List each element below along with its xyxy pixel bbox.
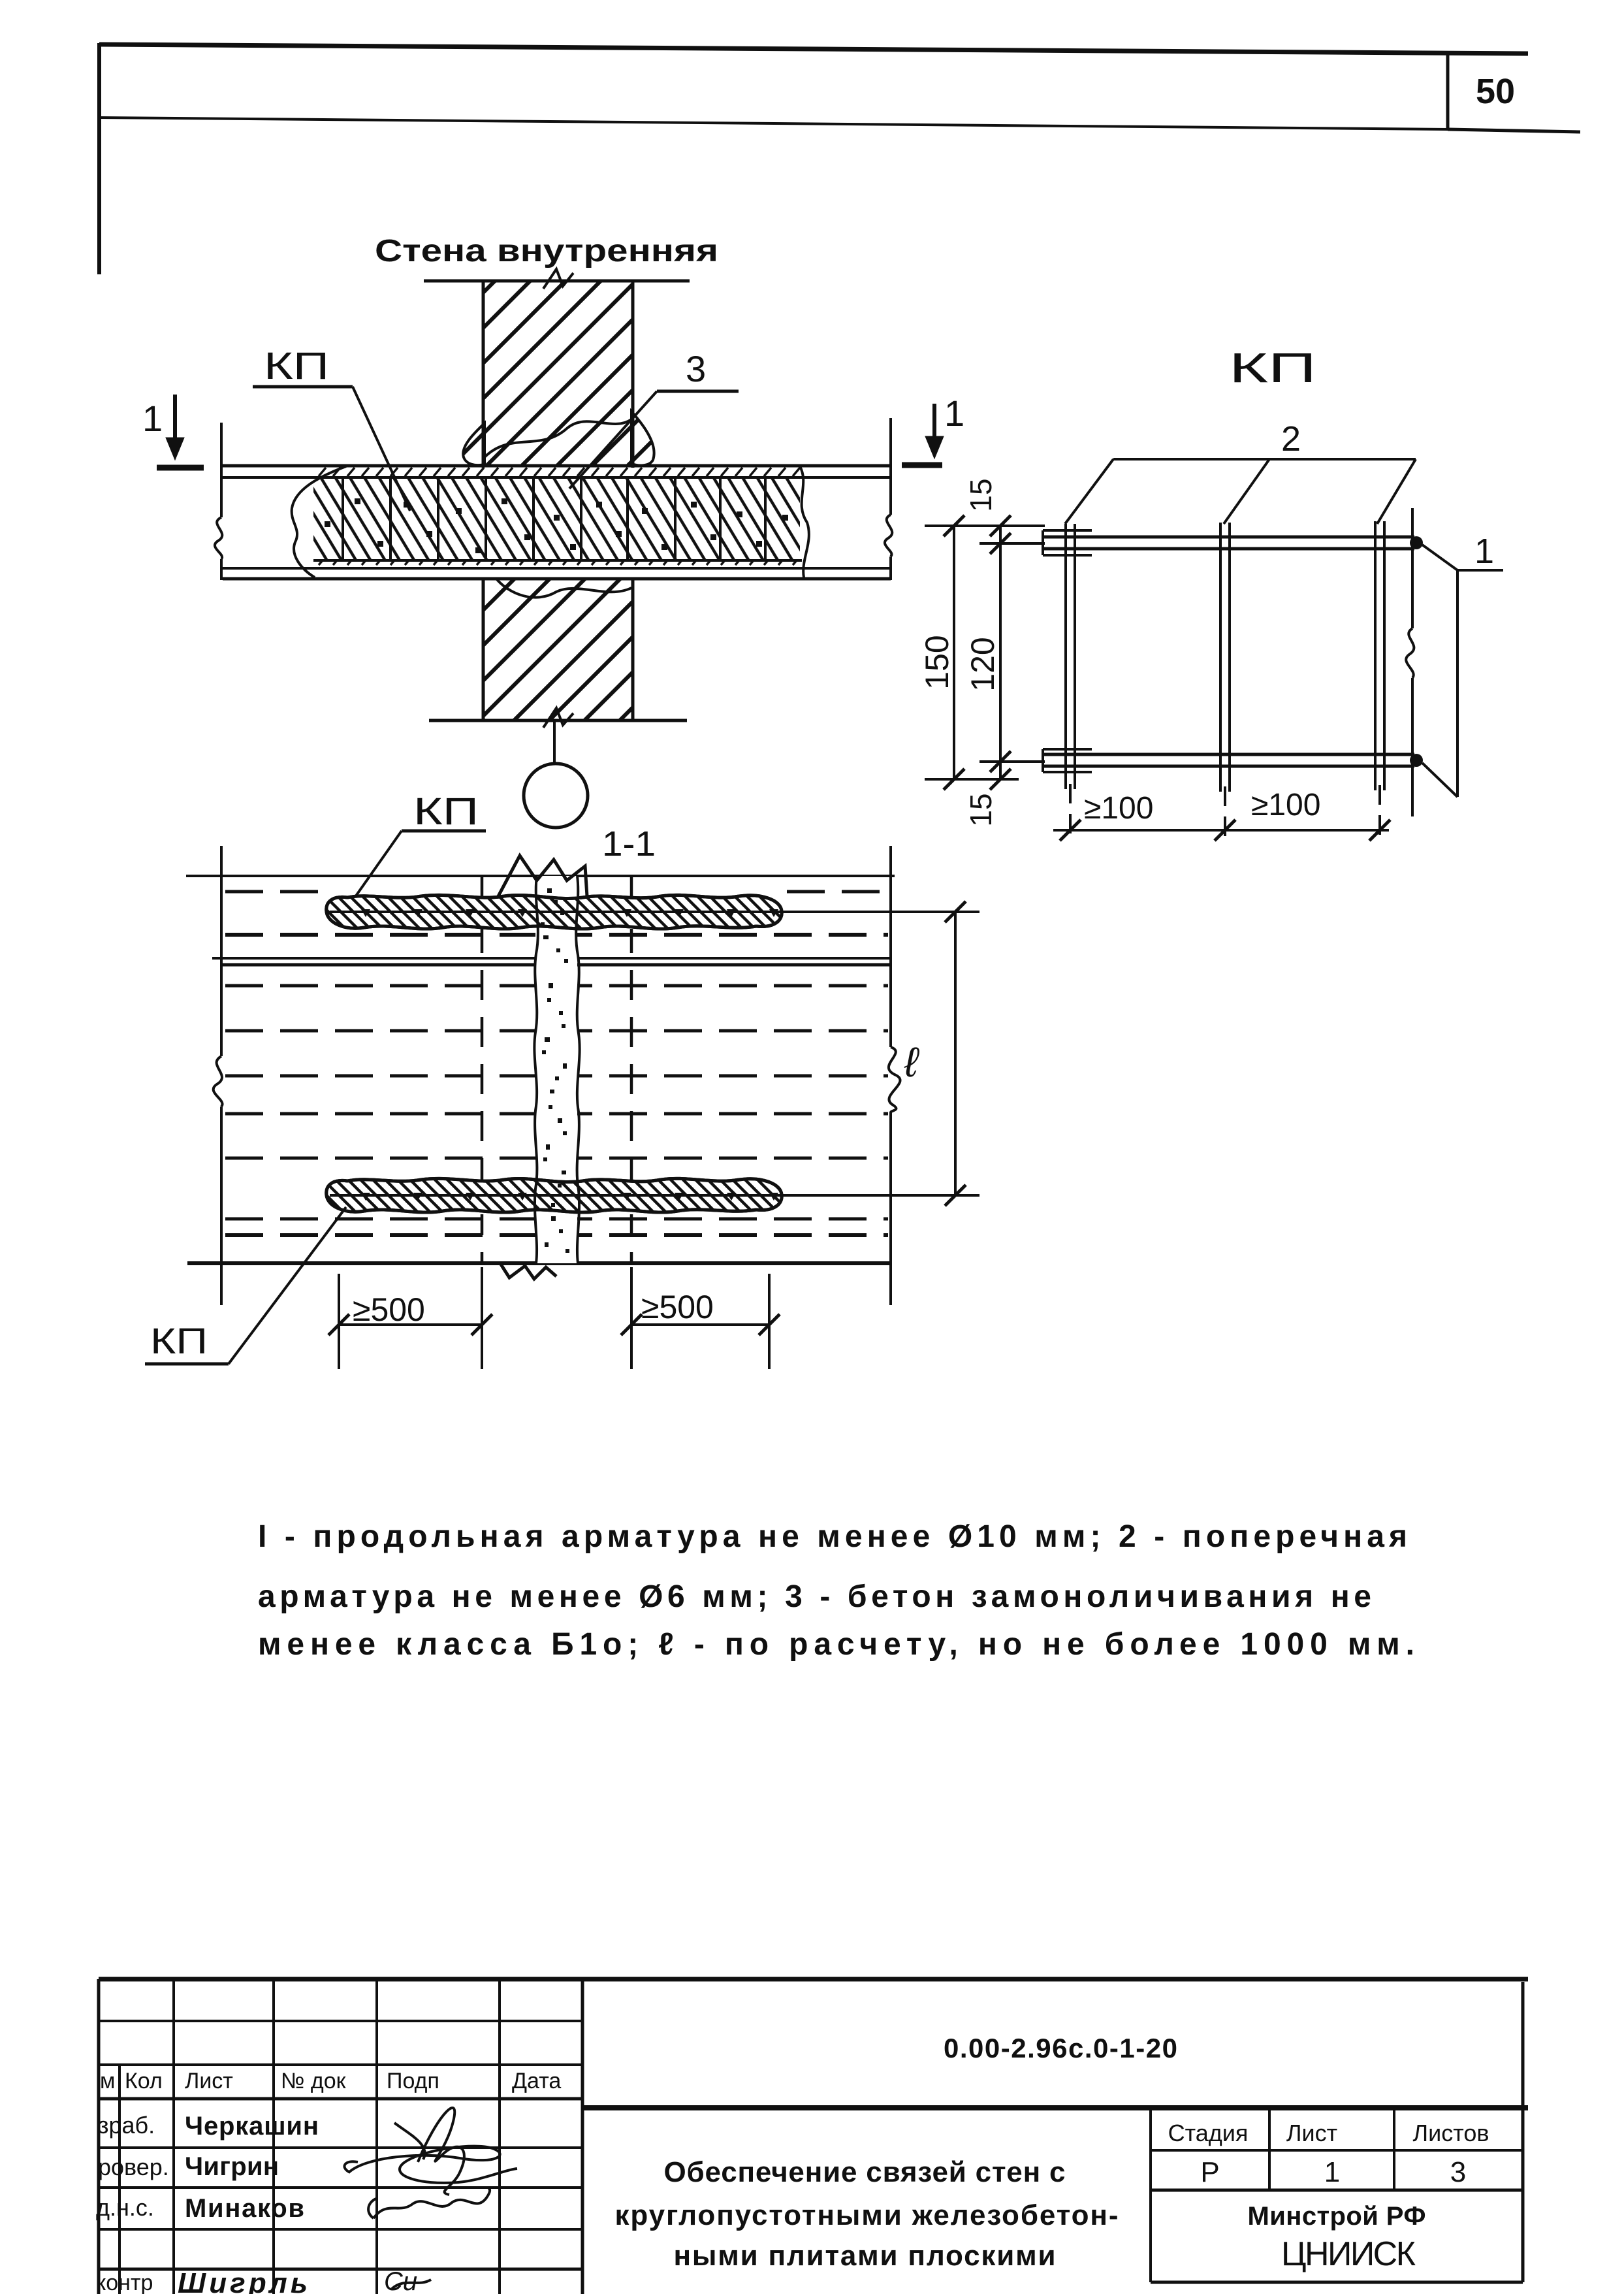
svg-text:150: 150 [919,635,955,689]
svg-text:Дата: Дата [512,2069,561,2093]
svg-text:д.н.с.: д.н.с. [96,2194,154,2221]
svg-text:Минстрой РФ: Минстрой РФ [1248,2202,1426,2231]
svg-text:Шигрль: Шигрль [178,2267,308,2294]
svg-text:3: 3 [1450,2156,1466,2188]
svg-text:Кол: Кол [125,2069,163,2093]
svg-text:0.00-2.96с.0-1-20: 0.00-2.96с.0-1-20 [944,2033,1177,2063]
svg-text:зраб.: зраб. [98,2112,155,2139]
svg-text:120: 120 [964,637,1001,691]
svg-text:1: 1 [944,393,964,434]
svg-text:Лист: Лист [185,2069,233,2093]
svg-text:І - продольная арматура не мен: І - продольная арматура не менее Ø10 мм;… [258,1519,1407,1554]
svg-text:Чигрин: Чигрин [185,2152,279,2181]
svg-text:50: 50 [1476,72,1515,111]
svg-text:№ док: № док [281,2069,347,2093]
svg-text:Стадия: Стадия [1168,2120,1249,2146]
svg-text:Р: Р [1200,2156,1219,2188]
svg-text:Подп: Подп [387,2069,439,2093]
svg-text:контр: контр [96,2270,153,2294]
svg-text:1-1: 1-1 [602,824,656,864]
svg-text:15: 15 [964,478,998,511]
svg-text:Черкашин: Черкашин [185,2112,319,2141]
svg-text:1: 1 [1474,532,1494,571]
svg-text:Обеспечение связей стен с: Обеспечение связей стен с [664,2156,1066,2188]
svg-text:Си: Си [384,2267,417,2294]
svg-text:ЦНИИСК: ЦНИИСК [1281,2235,1416,2273]
svg-text:Минаков: Минаков [185,2194,304,2223]
svg-text:ℓ: ℓ [904,1039,919,1086]
svg-text:≥100: ≥100 [1251,788,1320,822]
svg-text:Стена внутренняя: Стена внутренняя [375,234,718,268]
svg-text:м: м [100,2069,115,2093]
svg-text:ровер.: ровер. [98,2154,169,2180]
svg-text:≥500: ≥500 [353,1291,425,1328]
svg-text:15: 15 [964,793,998,826]
svg-text:КП: КП [413,790,479,833]
svg-text:≥500: ≥500 [641,1289,714,1325]
svg-text:КП: КП [1229,344,1316,391]
svg-text:менее класса Б1о; ℓ - по расч: менее класса Б1о; ℓ - по расчету, но не … [258,1627,1414,1662]
svg-text:ными плитами плоскими: ными плитами плоскими [674,2240,1056,2272]
svg-text:2: 2 [1281,419,1301,459]
svg-text:арматура не менее Ø6 мм; 3 - б: арматура не менее Ø6 мм; 3 - бетон замон… [258,1579,1371,1614]
svg-text:1: 1 [142,398,163,439]
svg-text:Лист: Лист [1286,2120,1337,2146]
svg-text:1: 1 [1324,2156,1340,2188]
svg-text:КП: КП [264,345,329,387]
svg-text:круглопустотными железобетон-: круглопустотными железобетон- [615,2199,1119,2231]
svg-text:Листов: Листов [1413,2120,1489,2146]
svg-text:3: 3 [686,348,706,389]
svg-text:≥100: ≥100 [1084,791,1153,826]
svg-text:КП: КП [150,1320,208,1361]
